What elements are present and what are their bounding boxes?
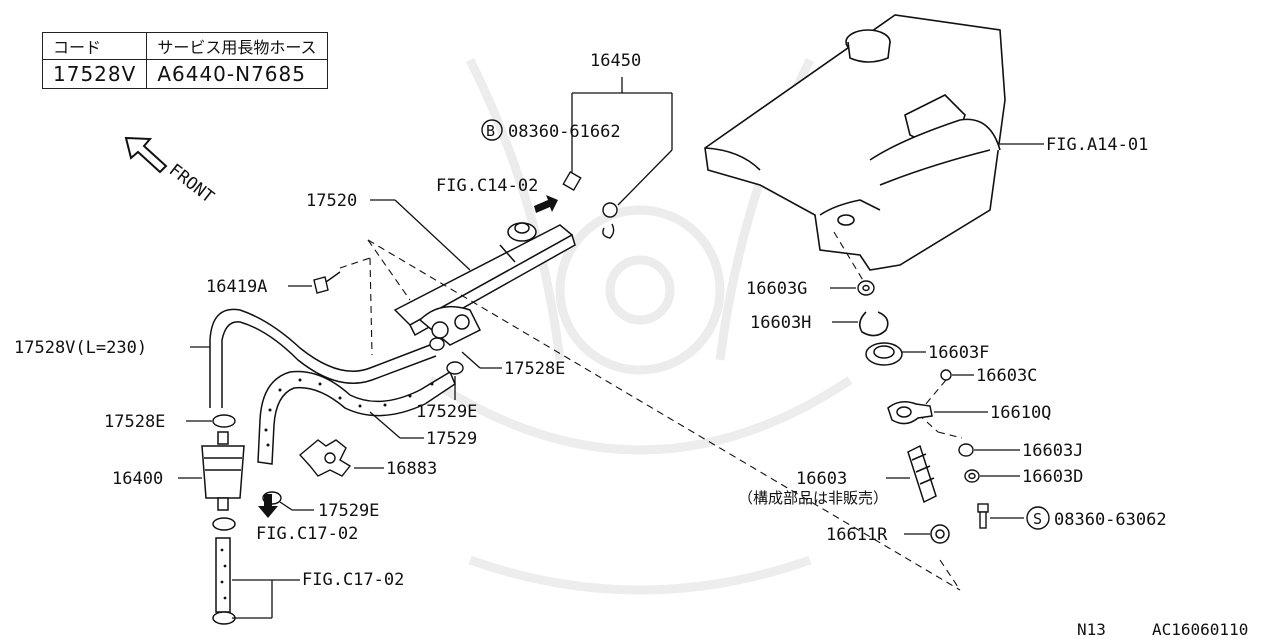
label-16450: 16450 [590, 51, 641, 71]
hose-clamp-17528e-left [212, 414, 236, 428]
code-table-header: コード サービス用長物ホース [41, 32, 328, 60]
label-17528e-left: 17528E [104, 412, 165, 432]
label-fig-c14-02: FIG.C14-02 [436, 176, 538, 196]
fuel-filter-16400 [201, 431, 245, 511]
reference-dashed-lines [339, 231, 963, 591]
bolt-b-mark: B [486, 122, 495, 140]
label-16603h: 16603H [750, 313, 811, 333]
label-17520: 17520 [306, 191, 357, 211]
lower-fuel-hose [212, 517, 236, 625]
washer-16603j [958, 443, 974, 457]
engine-cover [704, 14, 1006, 271]
insulator-16611r [930, 524, 950, 544]
holder-16610q [887, 401, 933, 425]
front-arrow-icon [124, 136, 168, 174]
injector-16603 [907, 444, 937, 504]
pressure-sensor-fitting [562, 170, 618, 239]
arrow-to-c14-icon [534, 195, 558, 213]
label-16611r: 16611R [826, 525, 888, 545]
lower-hose-texture [220, 548, 227, 600]
hose-17528v [209, 308, 437, 408]
label-16610q: 16610Q [990, 403, 1051, 423]
bolt-b-mark-icon [481, 119, 503, 141]
label-fig-a14-01: FIG.A14-01 [1046, 135, 1148, 155]
seal-16603d [964, 469, 980, 483]
washer-16603g [857, 280, 875, 296]
label-16603j: 16603J [1022, 441, 1083, 461]
label-16603f: 16603F [928, 343, 989, 363]
label-17528e-right: 17528E [504, 359, 565, 379]
label-16603g: 16603G [746, 279, 807, 299]
hose-clip-16883 [298, 439, 352, 477]
bolt-08360-63062 [977, 503, 989, 529]
bolt-16419a [313, 271, 341, 294]
code-table: コード サービス用長物ホース 17528V A6440-N7685 [41, 32, 328, 89]
section-code: N13 [1077, 620, 1106, 639]
label-08360-61662: 08360-61662 [508, 122, 621, 142]
hose-clamp-17528e-right [429, 337, 445, 351]
service-hose-header: サービス用長物ホース [146, 32, 328, 60]
label-17529e-lower: 17529E [318, 501, 379, 521]
code-header: コード [41, 32, 148, 60]
bolt-s-mark-icon [1026, 506, 1050, 530]
arrow-to-c17-icon [258, 494, 278, 518]
front-label: FRONT [165, 160, 218, 207]
washer-16603c [940, 369, 952, 381]
hose-17529-texture [264, 378, 434, 447]
label-fig-c17-02-b: FIG.C17-02 [302, 570, 404, 590]
service-hose-value: A6440-N7685 [146, 59, 328, 89]
label-16883: 16883 [386, 459, 437, 479]
label-17528v: 17528V(L=230) [14, 338, 147, 358]
label-fig-c17-02-a: FIG.C17-02 [256, 524, 358, 544]
code-table-row: 17528V A6440-N7685 [41, 59, 328, 89]
label-08360-63062: 08360-63062 [1054, 510, 1167, 530]
label-16603d: 16603D [1022, 467, 1083, 487]
bracket-16450 [571, 77, 673, 206]
hose-17529 [257, 370, 456, 465]
hose-clamp-17529e-upper [446, 361, 464, 375]
label-17529e-upper: 17529E [416, 402, 477, 422]
label-16603: 16603 [796, 469, 847, 489]
ring-16603h [858, 311, 889, 337]
label-17529: 17529 [426, 429, 477, 449]
illustration-code: AC16060110 [1152, 620, 1249, 639]
fuel-rail [393, 222, 576, 346]
label-16603c: 16603C [976, 366, 1037, 386]
code-value: 17528V [41, 59, 148, 89]
bolt-s-mark: S [1033, 510, 1042, 528]
label-not-sold-separately: （構成部品は非販売） [738, 489, 888, 507]
bracket-fig-c17-02 [232, 579, 300, 619]
seal-16603f [865, 342, 903, 366]
label-16419a: 16419A [206, 277, 267, 297]
label-16400: 16400 [112, 469, 163, 489]
